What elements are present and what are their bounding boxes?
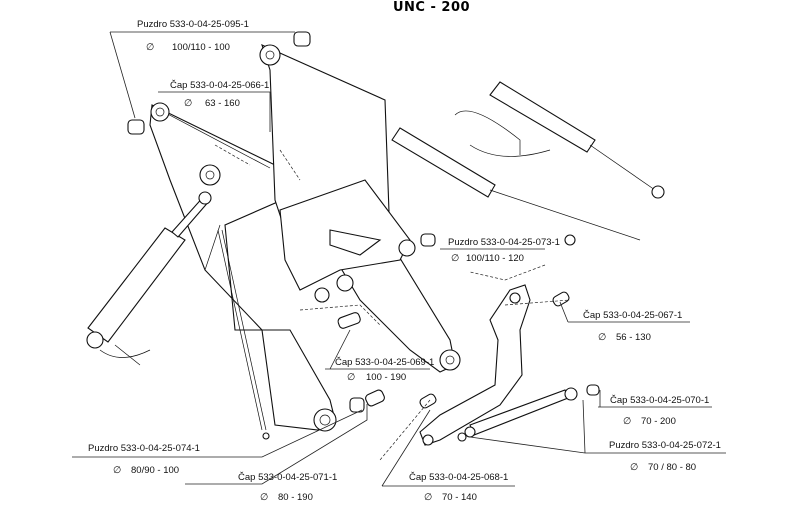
part-dimension: 70 / 80 - 80 xyxy=(648,462,696,473)
part-label-9: Čap 533-0-04-25-071-1 ∅ 80 - 190 xyxy=(238,472,337,503)
part-label-4: Čap 533-0-04-25-067-1 ∅ 56 - 130 xyxy=(583,310,682,343)
part-label-8: Puzdro 533-0-04-25-072-1 ∅ 70 / 80 - 80 xyxy=(609,440,721,473)
part-label-3: Puzdro 533-0-04-25-073-1 ∅ 100/110 - 120 xyxy=(448,237,560,264)
part-dimension: 80 - 190 xyxy=(278,492,313,503)
part-dimension: 63 - 160 xyxy=(205,98,240,109)
part-label-2: Čap 533-0-04-25-066-1 ∅ 63 - 160 xyxy=(170,80,269,109)
diameter-icon: ∅ xyxy=(451,253,459,264)
diameter-icon: ∅ xyxy=(184,98,192,109)
part-name: Čap 533-0-04-25-068-1 xyxy=(409,472,508,483)
part-dimension: 70 - 200 xyxy=(641,416,676,427)
part-name: Puzdro 533-0-04-25-072-1 xyxy=(609,440,721,451)
loader-frame-drawing xyxy=(86,31,665,461)
part-dimension: 100 - 190 xyxy=(366,372,406,383)
part-name: Puzdro 533-0-04-25-074-1 xyxy=(88,443,200,454)
diameter-icon: ∅ xyxy=(598,332,606,343)
diameter-icon: ∅ xyxy=(347,372,355,383)
diameter-icon: ∅ xyxy=(630,462,638,473)
part-name: Puzdro 533-0-04-25-095-1 xyxy=(137,19,249,30)
part-label-5: Čap 533-0-04-25-069-1 ∅ 100 - 190 xyxy=(335,357,434,383)
diameter-icon: ∅ xyxy=(113,465,121,476)
part-name: Čap 533-0-04-25-067-1 xyxy=(583,310,682,321)
part-label-6: Čap 533-0-04-25-070-1 ∅ 70 - 200 xyxy=(610,395,709,427)
part-name: Čap 533-0-04-25-066-1 xyxy=(170,80,269,91)
part-dimension: 100/110 - 120 xyxy=(466,253,524,264)
part-name: Čap 533-0-04-25-069-1 xyxy=(335,357,434,368)
part-name: Puzdro 533-0-04-25-073-1 xyxy=(448,237,560,248)
part-dimension: 70 - 140 xyxy=(442,492,477,503)
part-dimension: 100/110 - 100 xyxy=(172,42,230,53)
part-name: Čap 533-0-04-25-070-1 xyxy=(610,395,709,406)
part-dimension: 80/90 - 100 xyxy=(131,465,179,476)
part-label-1: Puzdro 533-0-04-25-095-1 ∅ 100/110 - 100 xyxy=(137,19,249,53)
model-title: UNC - 200 xyxy=(393,0,470,15)
leader-lines xyxy=(72,31,726,487)
part-name: Čap 533-0-04-25-071-1 xyxy=(238,472,337,483)
diameter-icon: ∅ xyxy=(260,492,268,503)
diameter-icon: ∅ xyxy=(623,416,631,427)
part-dimension: 56 - 130 xyxy=(616,332,651,343)
part-label-7: Puzdro 533-0-04-25-074-1 ∅ 80/90 - 100 xyxy=(88,443,200,476)
part-label-10: Čap 533-0-04-25-068-1 ∅ 70 - 140 xyxy=(409,472,508,503)
diameter-icon: ∅ xyxy=(146,42,154,53)
diameter-icon: ∅ xyxy=(424,492,432,503)
